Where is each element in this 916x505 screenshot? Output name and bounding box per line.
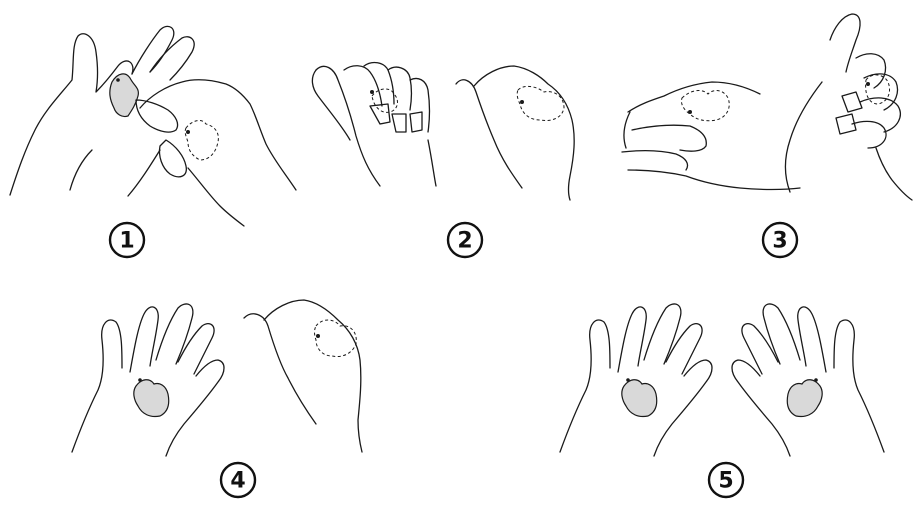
step-4-left-hand: [72, 320, 122, 452]
step-1-patch: [110, 74, 139, 117]
step-3-left-hand: [628, 82, 760, 112]
step-2-right-hand: [456, 80, 522, 188]
step-1-marker-outline: [185, 121, 218, 160]
step-4-badge: 4: [221, 463, 255, 497]
step-4-patch: [134, 380, 169, 417]
step-3-number: 3: [772, 229, 787, 254]
step-5-right-hand: [834, 320, 884, 452]
step-4-right-hand: [244, 314, 316, 424]
step-5-patch-right: [787, 380, 822, 417]
step-5-left-hand: [560, 320, 610, 452]
step-5-number: 5: [718, 469, 733, 494]
step-4-marker-outline: [315, 320, 357, 357]
step-3-marker-outline-hand: [866, 75, 890, 104]
step-2-number: 2: [457, 229, 472, 254]
step-5-badge: 5: [709, 463, 743, 497]
step-3-illustration: [622, 14, 912, 200]
step-1-badge: 1: [110, 223, 144, 257]
step-3-badge: 3: [763, 223, 797, 257]
step-5-patch-left: [622, 380, 657, 417]
step-3-marker-outline: [681, 91, 729, 121]
step-1-number: 1: [119, 229, 134, 254]
step-1-left-hand: [10, 34, 133, 195]
step-5-illustration: [560, 304, 884, 456]
step-4-number: 4: [230, 469, 245, 494]
step-3-right-hand: [830, 14, 860, 72]
step-4-illustration: [72, 300, 362, 456]
step-2-badge: 2: [448, 223, 482, 257]
step-2-illustration: [312, 63, 574, 200]
step-1-illustration: [10, 26, 296, 226]
step-2-left-hand: [316, 66, 380, 186]
